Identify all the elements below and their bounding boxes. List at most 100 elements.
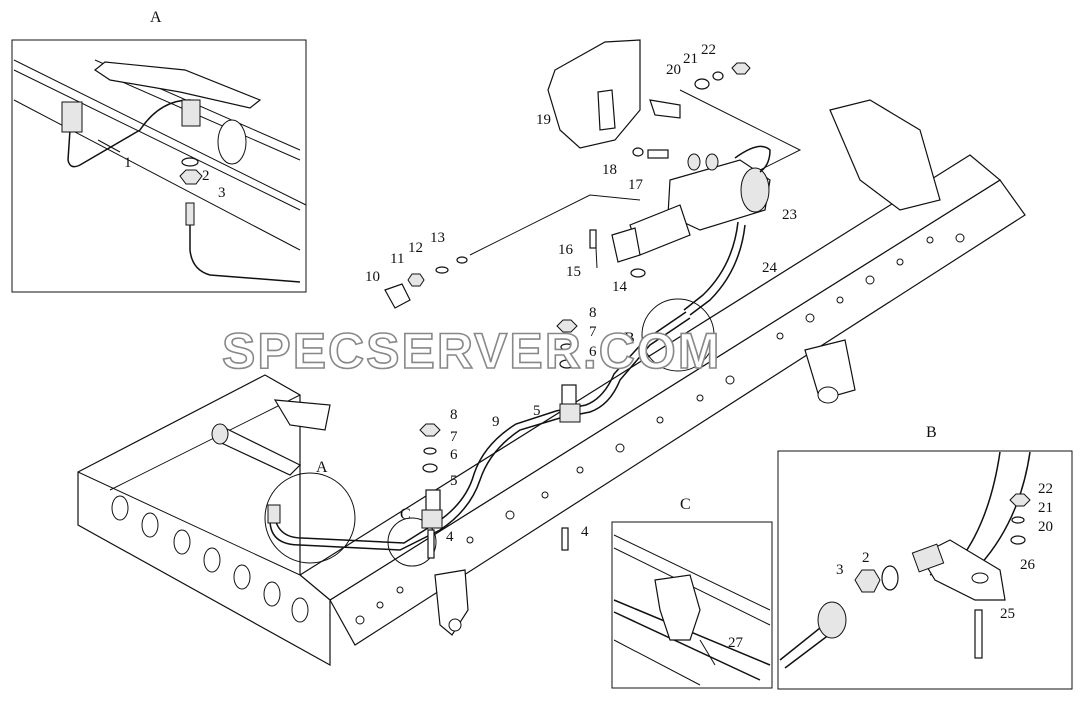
clamp-5-lower <box>425 489 441 513</box>
inset-a-bulkhead-fitting <box>181 99 201 127</box>
callout-10: 10 <box>365 269 380 285</box>
callout-19: 19 <box>536 112 551 128</box>
washer-6-lower <box>422 463 438 473</box>
side-rail-web <box>329 179 1026 646</box>
callout-b-25: 25 <box>1000 606 1015 622</box>
inset-b-title: B <box>926 424 937 441</box>
inset-c-title: C <box>680 496 691 513</box>
bracket-19-tab <box>649 99 681 119</box>
inset-c-clip-tab <box>699 639 716 666</box>
hose-24 <box>689 224 746 316</box>
callout-15: 15 <box>566 264 581 280</box>
inset-b: B 2 3 20 21 22 25 26 <box>777 424 1073 690</box>
inset-b-hose-nut <box>817 601 847 639</box>
washer-7-upper <box>560 343 574 351</box>
callout-5a: 5 <box>450 473 458 489</box>
view-label-b: B <box>624 330 635 347</box>
air-inlet <box>705 153 719 171</box>
inset-b-fitting <box>911 543 945 573</box>
callout-16: 16 <box>558 242 574 258</box>
elbow-10 <box>384 283 411 309</box>
callout-9: 9 <box>492 414 500 430</box>
washer-20 <box>694 78 710 90</box>
main-callouts: 4 4 5 5 6 6 7 7 8 8 9 10 11 12 13 14 15 … <box>365 42 797 545</box>
pipe-9-outline <box>273 311 687 544</box>
inset-a-frame <box>11 39 307 293</box>
washer-18 <box>632 147 644 157</box>
callout-4a: 4 <box>446 529 454 545</box>
inset-a-title: A <box>150 9 162 26</box>
callout-14: 14 <box>612 279 628 295</box>
detail-circle-a <box>264 472 356 564</box>
clamp-5-upper <box>561 384 577 406</box>
leader-a1 <box>97 139 121 153</box>
guide-line-13 <box>469 194 641 256</box>
callout-a-3: 3 <box>218 185 226 201</box>
spring-hanger <box>804 339 856 401</box>
view-label-c: C <box>400 506 411 523</box>
pin-16 <box>589 229 597 249</box>
booster-end-cap <box>740 167 770 213</box>
tube-end <box>211 423 229 445</box>
nut-8-upper <box>556 319 578 333</box>
clamp-block-upper <box>559 403 581 423</box>
inset-b-washer-spring <box>1011 516 1025 524</box>
callout-24: 24 <box>762 260 778 276</box>
inset-a-frame-hole <box>217 119 247 165</box>
nut-11 <box>407 273 425 287</box>
callout-b-3: 3 <box>836 562 844 578</box>
washer-7-lower <box>423 447 437 455</box>
clutch-booster <box>384 39 802 316</box>
hose-24-outline <box>683 221 739 311</box>
inset-b-lock-washer <box>881 565 899 591</box>
pushrod-clevis <box>611 227 641 263</box>
inset-a-washer <box>181 157 199 167</box>
bracket-19-slot <box>597 89 616 131</box>
inset-b-bracket-hole <box>971 572 989 584</box>
inset-b-frame <box>777 450 1073 690</box>
washer-13 <box>456 256 468 264</box>
inset-a-fitting-nut <box>61 101 83 133</box>
callout-21: 21 <box>683 51 698 67</box>
callout-a-1: 1 <box>124 155 132 171</box>
inset-a: A 1 2 3 <box>11 9 307 293</box>
inset-a-hose-end <box>185 202 195 226</box>
crossmember-bracket <box>273 399 331 431</box>
inset-b-washer-flat <box>1010 535 1026 545</box>
inset-b-bolt <box>974 609 983 659</box>
bolt-4-lower <box>427 529 435 559</box>
inset-c: C 27 <box>611 496 773 689</box>
washer-21 <box>712 71 724 81</box>
callout-4b: 4 <box>581 524 589 540</box>
crossmember-holes <box>111 495 309 623</box>
bolt-4-upper <box>561 527 569 551</box>
detail-circle-b <box>641 298 715 372</box>
callout-c-27: 27 <box>728 635 744 651</box>
washer-12 <box>435 266 449 274</box>
callout-7a: 7 <box>450 429 458 445</box>
nut-8-lower <box>419 423 441 437</box>
callout-6a: 6 <box>450 447 458 463</box>
callout-b-26: 26 <box>1020 557 1036 573</box>
callout-23: 23 <box>782 207 797 223</box>
washer-14 <box>630 268 646 278</box>
callout-11: 11 <box>390 251 404 267</box>
nut-22 <box>731 62 751 75</box>
cotter-15 <box>595 247 598 269</box>
crossmember-edges <box>77 394 301 576</box>
pipe-fitting-a <box>267 504 281 524</box>
callout-8b: 8 <box>589 305 597 321</box>
callout-22: 22 <box>701 42 716 58</box>
bolt-17 <box>647 149 669 159</box>
inset-a-bracket <box>93 61 262 109</box>
spring-hanger-eye <box>817 386 839 404</box>
watermark: SPECSERVER.COM <box>222 323 721 379</box>
inset-c-clip <box>654 574 701 641</box>
inset-a-hose <box>189 205 301 283</box>
inset-c-frame <box>611 521 773 689</box>
callout-20: 20 <box>666 62 681 78</box>
clamp-block-lower <box>421 509 443 529</box>
callout-12: 12 <box>408 240 423 256</box>
